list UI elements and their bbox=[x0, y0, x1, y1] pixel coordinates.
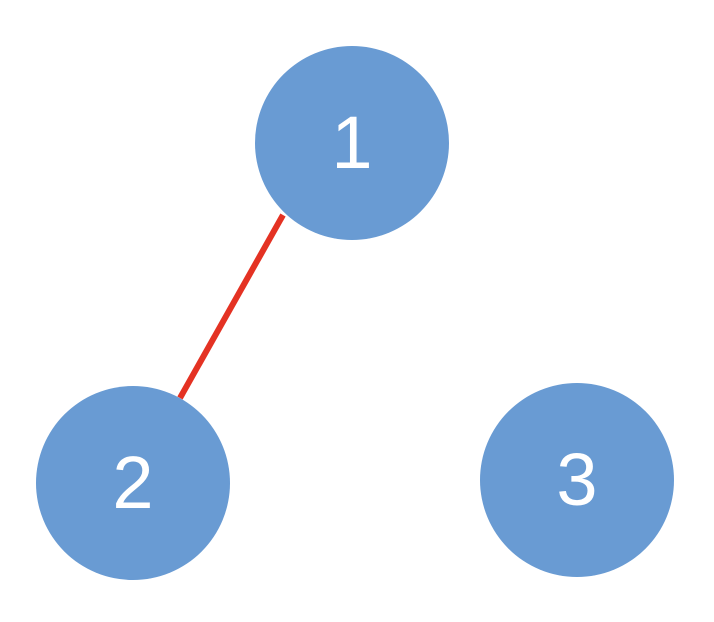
node-3[interactable]: 3 bbox=[480, 383, 674, 577]
node-3-label: 3 bbox=[556, 438, 598, 521]
edge-node1-node2[interactable] bbox=[177, 213, 286, 400]
node-2-label: 2 bbox=[112, 441, 154, 524]
node-1[interactable]: 1 bbox=[255, 46, 449, 240]
node-1-label: 1 bbox=[331, 101, 373, 184]
node-2[interactable]: 2 bbox=[36, 386, 230, 580]
